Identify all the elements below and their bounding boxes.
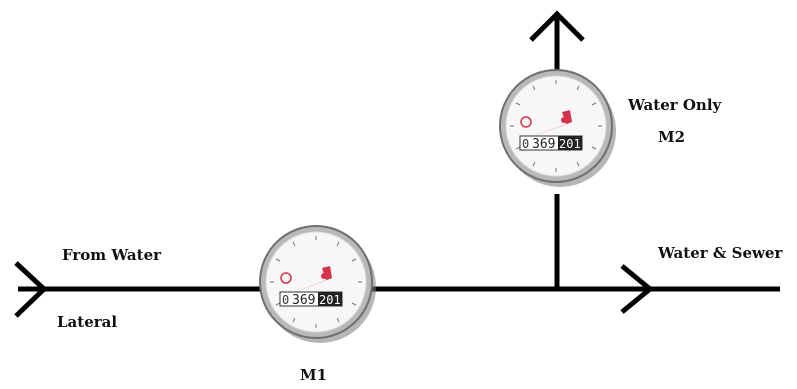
meter-m1-odometer-prefix: 0 [282, 293, 289, 307]
label-water-sewer: Water & Sewer [658, 244, 783, 262]
label-lateral: Lateral [57, 313, 118, 331]
meter-m2-hub [561, 117, 567, 123]
meter-m2-ticks [510, 80, 602, 172]
meter-m1-odometer-main: 369 [292, 293, 315, 308]
meter-m1-odometer-box [318, 292, 342, 306]
meter-m2-odometer-prefix: 0 [522, 137, 529, 151]
meter-m1-sweep-logo [280, 272, 292, 284]
inflow-chevron [14, 261, 48, 318]
meter-m1-face [265, 231, 367, 333]
label-from-water: From Water [62, 246, 162, 264]
meter-m1-hub [321, 273, 327, 279]
meter-m1-odometer-box-digits: 201 [319, 293, 341, 307]
label-m1: M1 [300, 366, 328, 384]
meter-m2-odometer-box-digits: 201 [559, 137, 581, 151]
meter-m2-face [505, 75, 607, 177]
label-m2: M2 [658, 128, 686, 146]
meter-m2-pointer [530, 110, 572, 138]
label-water-only: Water Only [628, 96, 722, 114]
meter-m2: 0 369 201 [499, 69, 616, 187]
meter-m1-pointer [290, 266, 332, 294]
meter-m2-odometer-box [558, 136, 582, 150]
meter-m2-odometer-main: 369 [532, 137, 555, 152]
outflow-arrowhead [620, 264, 654, 314]
up-arrowhead [529, 10, 585, 42]
meter-m1: 0 369 201 [259, 225, 376, 343]
meter-m2-sweep-logo [520, 116, 532, 128]
meter-m1-ticks [270, 236, 362, 328]
